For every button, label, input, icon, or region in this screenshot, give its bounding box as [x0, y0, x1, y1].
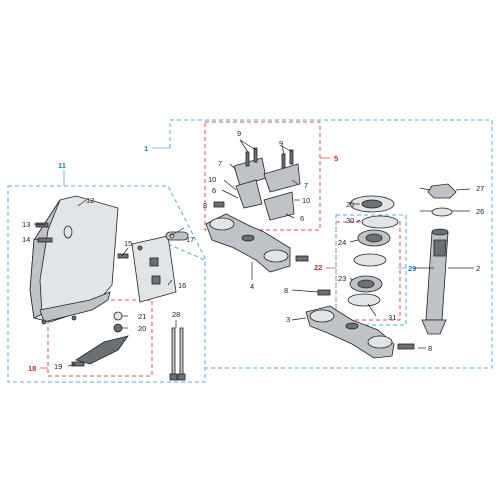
part-label-9a: 9 — [237, 129, 241, 138]
part-label-15: 15 — [124, 239, 132, 248]
part-label-2: 2 — [476, 264, 480, 273]
stem-nut — [427, 183, 457, 199]
group-label-29: 29 — [408, 264, 416, 273]
washer — [113, 311, 123, 321]
part-label-20: 20 — [138, 324, 146, 333]
part-label-31: 31 — [388, 313, 396, 322]
part-label-8a: 8 — [203, 201, 207, 210]
number-plate — [131, 235, 177, 303]
part-label-10a: 10 — [208, 175, 216, 184]
part-label-23: 23 — [338, 274, 346, 283]
group-label-18: 18 — [28, 364, 36, 373]
group-frame-1 — [169, 119, 493, 369]
part-label-24: 24 — [338, 238, 346, 247]
part-label-21: 21 — [138, 312, 146, 321]
part-label-16: 16 — [178, 281, 186, 290]
part-label-7a: 7 — [218, 159, 222, 168]
nut — [113, 323, 123, 333]
part-label-8b: 8 — [284, 286, 288, 295]
lower-triple-clamp — [305, 305, 395, 359]
group-label-22: 22 — [314, 263, 322, 272]
side-reflector — [75, 335, 129, 365]
steering-stem — [421, 228, 449, 335]
part-label-12: 12 — [86, 196, 94, 205]
part-label-9b: 9 — [279, 139, 283, 148]
pinch-bolt-bottom — [397, 343, 415, 350]
group-frame-29 — [335, 214, 407, 326]
part-label-28: 28 — [172, 310, 180, 319]
part-label-8c: 8 — [428, 344, 432, 353]
steering-bearings — [347, 195, 399, 307]
part-label-13: 13 — [22, 220, 30, 229]
part-label-14: 14 — [22, 235, 30, 244]
group-label-11: 11 — [58, 161, 66, 170]
reflector-screw — [71, 361, 85, 367]
group-label-5: 5 — [334, 154, 338, 163]
part-label-26: 26 — [476, 207, 484, 216]
stem-washer — [431, 207, 453, 217]
upper-triple-clamp — [205, 213, 291, 273]
part-label-30: 30 — [346, 216, 354, 225]
part-label-6a: 6 — [212, 186, 216, 195]
pinch-bolt-upper — [213, 201, 225, 208]
group-frame-11 — [7, 185, 206, 383]
part-label-27: 27 — [476, 184, 484, 193]
part-label-17: 17 — [186, 235, 194, 244]
pinch-bolt-lower — [317, 289, 331, 296]
part-label-10b: 10 — [302, 196, 310, 205]
part-label-3: 3 — [286, 315, 290, 324]
long-bolts — [169, 327, 186, 381]
part-label-25: 25 — [346, 200, 354, 209]
part-label-6b: 6 — [300, 214, 304, 223]
part-label-7b: 7 — [304, 181, 308, 190]
part-label-4: 4 — [250, 282, 254, 291]
pinch-bolt-mid — [295, 255, 309, 262]
part-label-19: 19 — [54, 362, 62, 371]
bracket — [165, 231, 189, 241]
group-frame-5 — [204, 121, 321, 231]
headlight-cover — [29, 195, 119, 325]
bar-clamps — [233, 147, 301, 221]
group-label-1: 1 — [144, 144, 148, 153]
